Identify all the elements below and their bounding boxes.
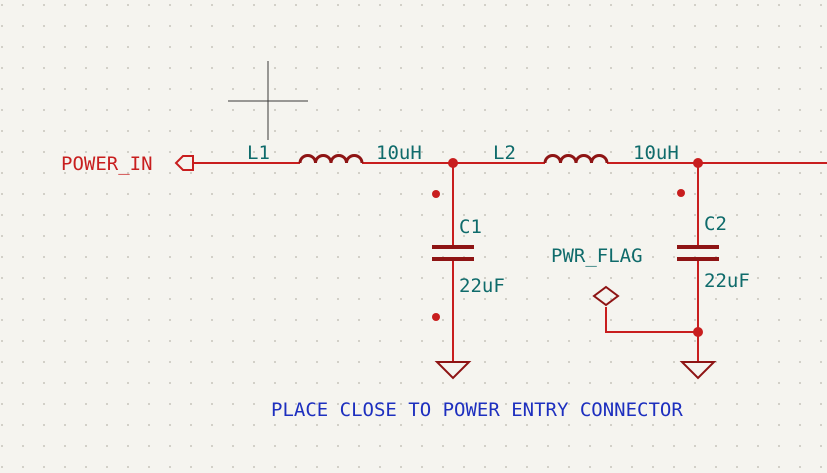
inductor-l1-coil <box>298 154 364 164</box>
placement-note[interactable]: PLACE CLOSE TO POWER ENTRY CONNECTOR <box>271 399 683 421</box>
junction-c2[interactable] <box>693 158 703 168</box>
c1-reference[interactable]: C1 <box>459 216 482 238</box>
junctions <box>448 158 703 337</box>
ground-symbol-c1-icon[interactable] <box>434 361 472 380</box>
capacitor-c2[interactable] <box>677 245 719 261</box>
l2-reference[interactable]: L2 <box>493 142 516 164</box>
l1-value[interactable]: 10uH <box>376 142 422 164</box>
inductor-l2[interactable] <box>543 154 609 164</box>
l1-reference[interactable]: L1 <box>247 142 270 164</box>
capacitor-c1[interactable] <box>432 245 474 261</box>
inductor-l2-coil <box>543 154 609 164</box>
c1-pin2-endpoint <box>432 313 440 321</box>
pwr-flag-label[interactable]: PWR_FLAG <box>551 245 643 267</box>
c2-pin1-endpoint <box>677 189 685 197</box>
crosshair-cursor <box>228 61 308 140</box>
net-label-port-icon[interactable] <box>174 155 194 171</box>
grid-dots <box>1 4 822 468</box>
c1-pin1-endpoint <box>432 190 440 198</box>
wires <box>193 162 827 362</box>
junction-c1[interactable] <box>448 158 458 168</box>
c2-value[interactable]: 22uF <box>704 270 750 292</box>
pin-endpoints <box>432 189 685 321</box>
ground-symbol-c2-icon[interactable] <box>679 361 717 380</box>
net-label-power-in[interactable]: POWER_IN <box>61 153 153 175</box>
pwr-flag-diamond-icon[interactable] <box>592 285 620 307</box>
l2-value[interactable]: 10uH <box>633 142 679 164</box>
junction-pwr-flag[interactable] <box>693 327 703 337</box>
c1-value[interactable]: 22uF <box>459 275 505 297</box>
c2-reference[interactable]: C2 <box>704 213 727 235</box>
inductor-l1[interactable] <box>298 154 364 164</box>
wire-pwr-flag[interactable] <box>605 307 698 333</box>
